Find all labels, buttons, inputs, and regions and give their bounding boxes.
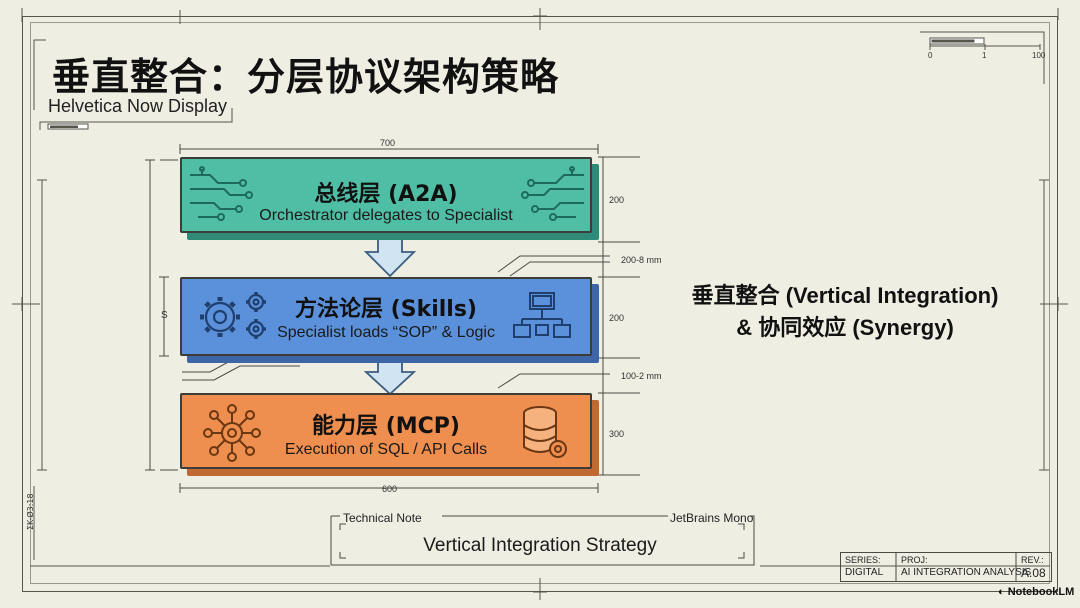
dim-height-skills: 200 bbox=[609, 313, 625, 323]
dim-gap-2: 100-2 mm bbox=[621, 371, 662, 381]
technical-note-font: JetBrains Mono bbox=[670, 511, 754, 525]
revision-value: A.08 bbox=[1021, 566, 1046, 580]
layer-skills: 方法论层 (Skills) Specialist loads “SOP” & L… bbox=[180, 277, 592, 356]
circuit-icon bbox=[190, 166, 253, 221]
side-heading: 垂直整合 (Vertical Integration) & 协同效应 (Syne… bbox=[650, 280, 1040, 344]
layer-a2a: 总线层 (A2A) Orchestrator delegates to Spec… bbox=[180, 157, 592, 233]
dim-height-a2a: 200 bbox=[609, 195, 625, 205]
circuit-icon bbox=[521, 166, 584, 221]
gear-icon bbox=[200, 292, 266, 339]
page-subtitle: Helvetica Now Display bbox=[48, 96, 228, 116]
brand-logo: ◐ NotebookLM bbox=[998, 586, 1074, 598]
side-heading-line-2: & 协同效应 (Synergy) bbox=[736, 315, 954, 340]
layer-mcp-title: 能力层 (MCP) bbox=[312, 414, 460, 439]
project-value: AI INTEGRATION ANALYSIS bbox=[901, 567, 1032, 578]
brand-name: NotebookLM bbox=[1007, 586, 1075, 598]
layer-a2a-title: 总线层 (A2A) bbox=[314, 182, 458, 207]
layer-mcp: 能力层 (MCP) Execution of SQL / API Calls bbox=[180, 393, 592, 469]
notebook-icon: ◐ bbox=[998, 586, 1008, 598]
dim-left-s: S bbox=[161, 310, 168, 321]
side-heading-line-1: 垂直整合 (Vertical Integration) bbox=[691, 283, 999, 308]
revision-label: REV.: bbox=[1021, 555, 1044, 565]
dim-height-mcp: 300 bbox=[609, 429, 625, 439]
dim-top-width: 700 bbox=[380, 138, 396, 148]
technical-note-label: Technical Note bbox=[343, 511, 422, 525]
dim-bottom-width: 600 bbox=[382, 484, 398, 494]
series-label: SERIES: bbox=[845, 555, 881, 565]
vertical-code: ΣK-Ø3:18 bbox=[26, 493, 35, 530]
layer-skills-title: 方法论层 (Skills) bbox=[295, 297, 477, 322]
technical-note-box bbox=[330, 515, 755, 566]
technical-note-text: Vertical Integration Strategy bbox=[423, 535, 657, 556]
page-title: 垂直整合：分层协议架构策略 bbox=[52, 55, 560, 99]
database-gear-icon bbox=[523, 406, 567, 458]
title-block bbox=[840, 552, 1052, 582]
layer-mcp-description: Execution of SQL / API Calls bbox=[284, 441, 488, 458]
dim-gap-1: 200-8 mm bbox=[621, 255, 662, 265]
project-label: PROJ: bbox=[901, 555, 928, 565]
layer-skills-description: Specialist loads “SOP” & Logic bbox=[277, 324, 495, 341]
flowchart-icon bbox=[513, 292, 571, 338]
layer-a2a-description: Orchestrator delegates to Specialist bbox=[259, 207, 513, 224]
series-value: DIGITAL bbox=[845, 567, 884, 578]
network-hub-icon bbox=[203, 404, 261, 462]
